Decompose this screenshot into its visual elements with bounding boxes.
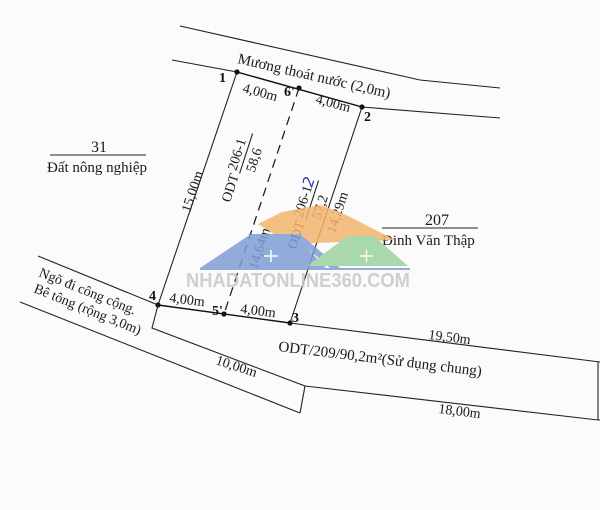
parcel-a-fraction-bar (239, 133, 254, 174)
alley-upper-edge (37, 255, 159, 306)
neighbor-left-parcel-number: 31 (91, 139, 107, 156)
shared-top-length: 19,50m (428, 328, 472, 348)
edge-bottom-left-length: 4,00m (169, 291, 206, 310)
edge-top-left-length: 4,00m (241, 81, 279, 105)
shared-left-length: 10,00m (214, 354, 259, 381)
point-6-label: 6' (284, 85, 295, 100)
point-6-marker (296, 85, 302, 91)
point-1-label: 1 (219, 71, 226, 86)
split-line-6-5 (223, 87, 300, 315)
point-4-label: 4 (149, 289, 156, 304)
watermark-blue-roof-icon (200, 236, 326, 268)
neighbor-right-parcel-number: 207 (425, 212, 449, 229)
shared-left-edge (151, 304, 306, 414)
point-2-marker (359, 104, 365, 110)
neighbor-left-label: 31 Đất nông nghiệp (47, 139, 147, 176)
shared-bottom-length: 18,00m (438, 402, 482, 422)
watermark-text: NHADATONLINE360.COM (186, 270, 410, 292)
neighbor-right-owner: Đinh Văn Thập (382, 233, 475, 249)
channel-upper-edge (179, 25, 501, 89)
point-5-label: 5' (212, 304, 223, 319)
watermark: NHADATONLINE360.COM (186, 205, 410, 292)
point-5-marker (221, 311, 227, 317)
parcel-a-code: ODT (220, 172, 243, 204)
edge-left-side-length: 15,00m (180, 169, 207, 214)
point-1-marker (234, 69, 240, 75)
parcel-a-area: 58,6 (244, 146, 266, 174)
edge-1-4 (157, 71, 238, 306)
edge-top-right-length: 4,00m (314, 92, 352, 116)
shared-top-edge (289, 322, 600, 363)
neighbor-right-label: 207 Đinh Văn Thập (382, 212, 478, 249)
edge-bottom-right-length: 4,00m (240, 302, 277, 321)
parcel-a-label: ODT 206-1 58,6 (220, 133, 266, 204)
point-2-label: 2 (364, 110, 371, 125)
alley-lower-edge (19, 301, 301, 414)
main-parcel (155, 69, 365, 326)
neighbor-left-description: Đất nông nghiệp (47, 160, 147, 176)
watermark-green-roof-icon (307, 236, 408, 266)
shared-parcel: 19,50m ODT/209/90,2m²(Sử dụng chung) 10,… (151, 304, 600, 422)
point-3-label: 3 (292, 311, 299, 326)
